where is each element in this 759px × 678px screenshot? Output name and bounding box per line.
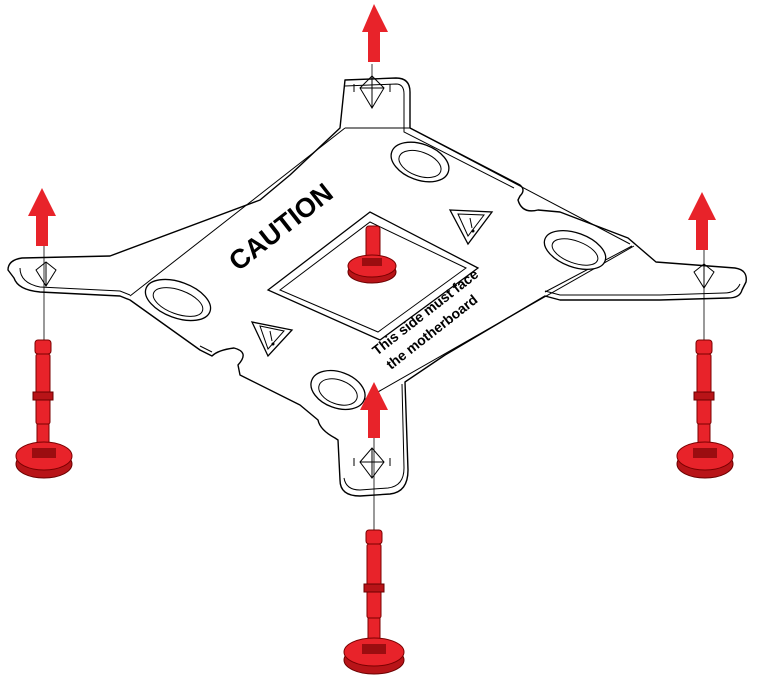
screw-icon: [16, 340, 72, 478]
screw-icon: [344, 530, 404, 674]
up-arrow-icon: [688, 192, 716, 250]
up-arrow-icon: [362, 4, 388, 62]
screw-icon: [677, 340, 733, 478]
up-arrow-icon: [28, 188, 56, 246]
